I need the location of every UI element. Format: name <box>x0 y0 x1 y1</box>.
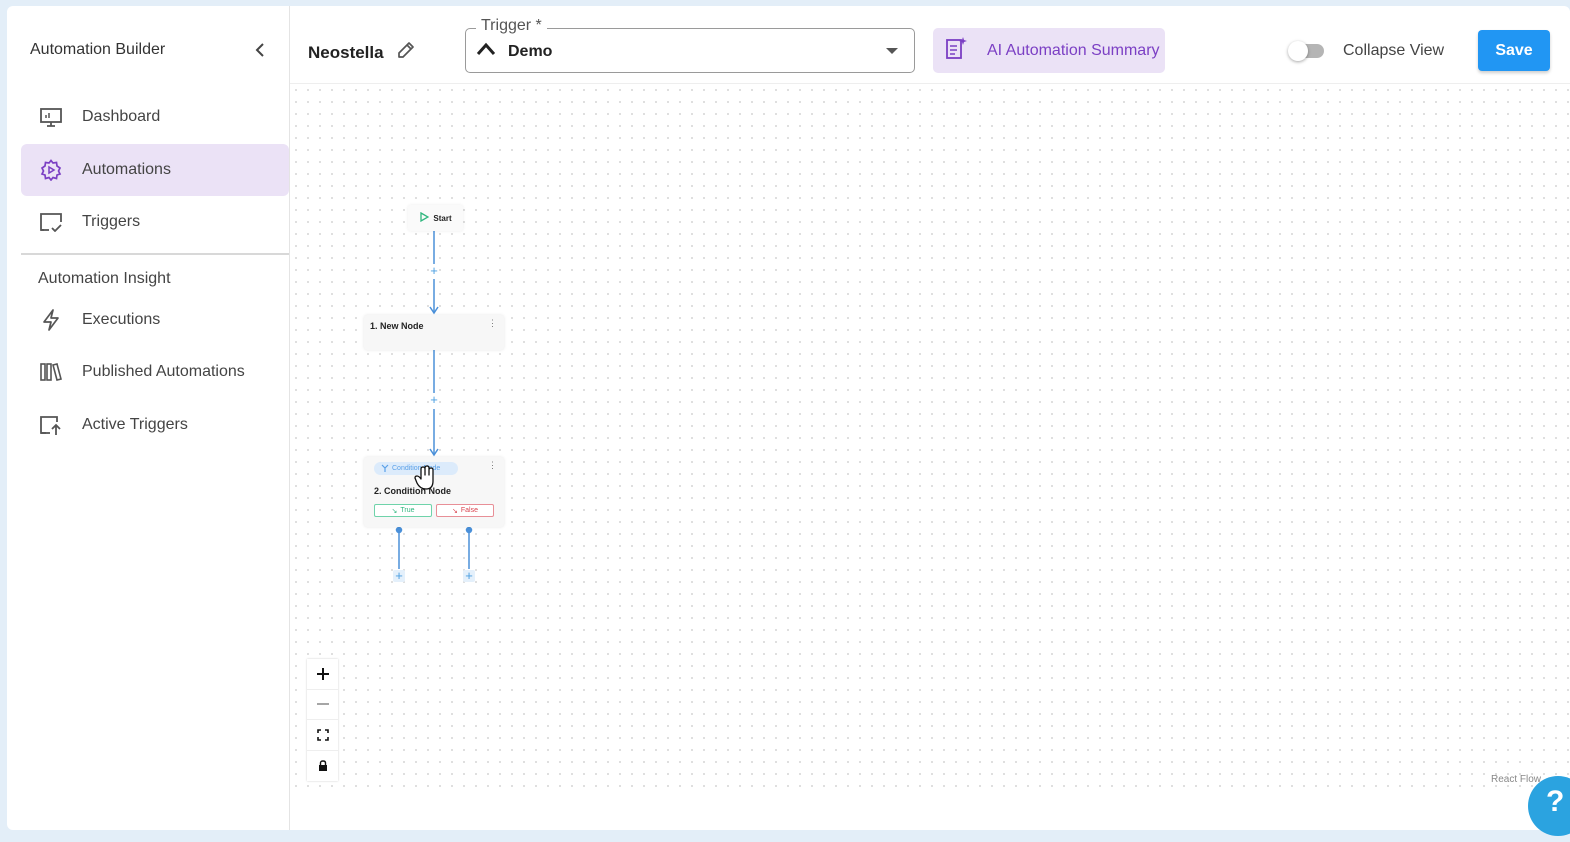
hand-cursor-icon <box>414 465 436 496</box>
sidebar-section-title: Automation Insight <box>38 270 171 287</box>
lightning-icon <box>39 308 63 332</box>
more-vertical-icon[interactable]: ⋮ <box>488 318 497 328</box>
true-branch-label: True <box>400 507 415 514</box>
sidebar-item-active-triggers[interactable]: Active Triggers <box>21 399 289 451</box>
lock-button[interactable] <box>307 751 338 782</box>
sidebar-item-published-automations[interactable]: Published Automations <box>21 346 289 398</box>
collapse-view-label: Collapse View <box>1343 42 1445 59</box>
collapse-view-toggle[interactable] <box>1288 41 1324 61</box>
trigger-icon <box>39 210 63 234</box>
sidebar-item-label: Automations <box>82 161 171 178</box>
true-handle <box>395 526 403 534</box>
condition-badge-label: Condition Node <box>392 465 441 472</box>
flow-canvas[interactable]: Start + 1. New Node ⋮ + Condition Node ⋮… <box>290 83 1570 788</box>
zoom-out-button[interactable] <box>307 690 338 720</box>
add-node-plus-icon[interactable]: + <box>430 392 438 407</box>
chevron-left-icon[interactable] <box>250 40 270 60</box>
save-button[interactable]: Save <box>1478 30 1550 71</box>
more-vertical-icon[interactable]: ⋮ <box>488 460 497 470</box>
toggle-thumb <box>1288 41 1308 61</box>
ai-automation-summary-button[interactable]: AI Automation Summary <box>933 28 1165 73</box>
fit-view-button[interactable] <box>307 720 338 751</box>
sidebar-header: Automation Builder <box>30 40 270 60</box>
false-handle <box>465 526 473 534</box>
sidebar-item-label: Triggers <box>82 213 141 230</box>
trigger-select[interactable]: Trigger * Demo <box>465 17 915 73</box>
sidebar-item-dashboard[interactable]: Dashboard <box>21 91 289 143</box>
monitor-icon <box>39 105 63 129</box>
automation-name-group: Neostella <box>308 40 416 65</box>
sidebar-item-triggers[interactable]: Triggers <box>21 196 289 248</box>
trigger-value: Demo <box>508 42 553 60</box>
sidebar-item-label: Dashboard <box>82 108 161 125</box>
dropdown-arrow-icon <box>886 48 898 54</box>
true-branch[interactable]: ↘ True <box>374 504 432 517</box>
false-branch-icon: ↘ <box>452 507 458 515</box>
ai-summary-label: AI Automation Summary <box>987 41 1160 59</box>
start-node[interactable]: Start <box>408 205 463 231</box>
app-window: Automation Builder Dashboard Automations… <box>7 6 1570 830</box>
sidebar-item-label: Published Automations <box>82 363 245 380</box>
help-button[interactable]: ? <box>1528 776 1570 836</box>
false-branch[interactable]: ↘ False <box>436 504 494 517</box>
new-node-title: 1. New Node <box>370 321 424 331</box>
play-icon <box>419 211 430 224</box>
gear-automation-icon <box>39 158 63 182</box>
sidebar: Automation Builder Dashboard Automations… <box>7 6 290 830</box>
fit-view-icon <box>316 728 329 741</box>
library-icon <box>39 360 63 384</box>
start-node-label: Start <box>433 213 452 223</box>
flow-controls <box>307 659 338 781</box>
add-true-branch-plus-icon[interactable]: + <box>393 569 405 582</box>
plus-icon <box>316 667 329 680</box>
lock-icon <box>318 760 327 771</box>
condition-node-badge: Condition Node <box>374 462 458 475</box>
true-branch-icon: ↘ <box>391 507 398 515</box>
sidebar-item-label: Active Triggers <box>82 416 188 433</box>
condition-node[interactable]: Condition Node ⋮ 2. Condition Node ↘ Tru… <box>364 457 504 527</box>
false-branch-label: False <box>460 507 478 514</box>
add-false-branch-plus-icon[interactable]: + <box>463 569 475 582</box>
sidebar-divider <box>21 253 289 255</box>
new-node[interactable]: 1. New Node ⋮ <box>364 315 504 350</box>
automation-name: Neostella <box>308 42 384 62</box>
ai-summary-icon <box>945 36 967 65</box>
branch-icon <box>381 464 389 474</box>
trigger-label: Trigger * <box>476 17 547 35</box>
sidebar-item-executions[interactable]: Executions <box>21 294 289 346</box>
chevron-up-double-icon <box>476 41 496 62</box>
active-trigger-icon <box>39 413 63 437</box>
trigger-value-group: Demo <box>476 41 552 62</box>
react-flow-attribution[interactable]: React Flow <box>1491 774 1542 785</box>
flow-edges <box>395 224 473 569</box>
condition-node-title: 2. Condition Node <box>374 486 451 496</box>
zoom-in-button[interactable] <box>307 659 338 690</box>
add-node-plus-icon[interactable]: + <box>430 263 438 278</box>
sidebar-item-label: Executions <box>82 311 161 328</box>
minus-icon <box>316 703 329 705</box>
sidebar-item-automations[interactable]: Automations <box>21 144 289 196</box>
pencil-icon[interactable] <box>396 40 416 65</box>
sidebar-title: Automation Builder <box>30 41 166 58</box>
